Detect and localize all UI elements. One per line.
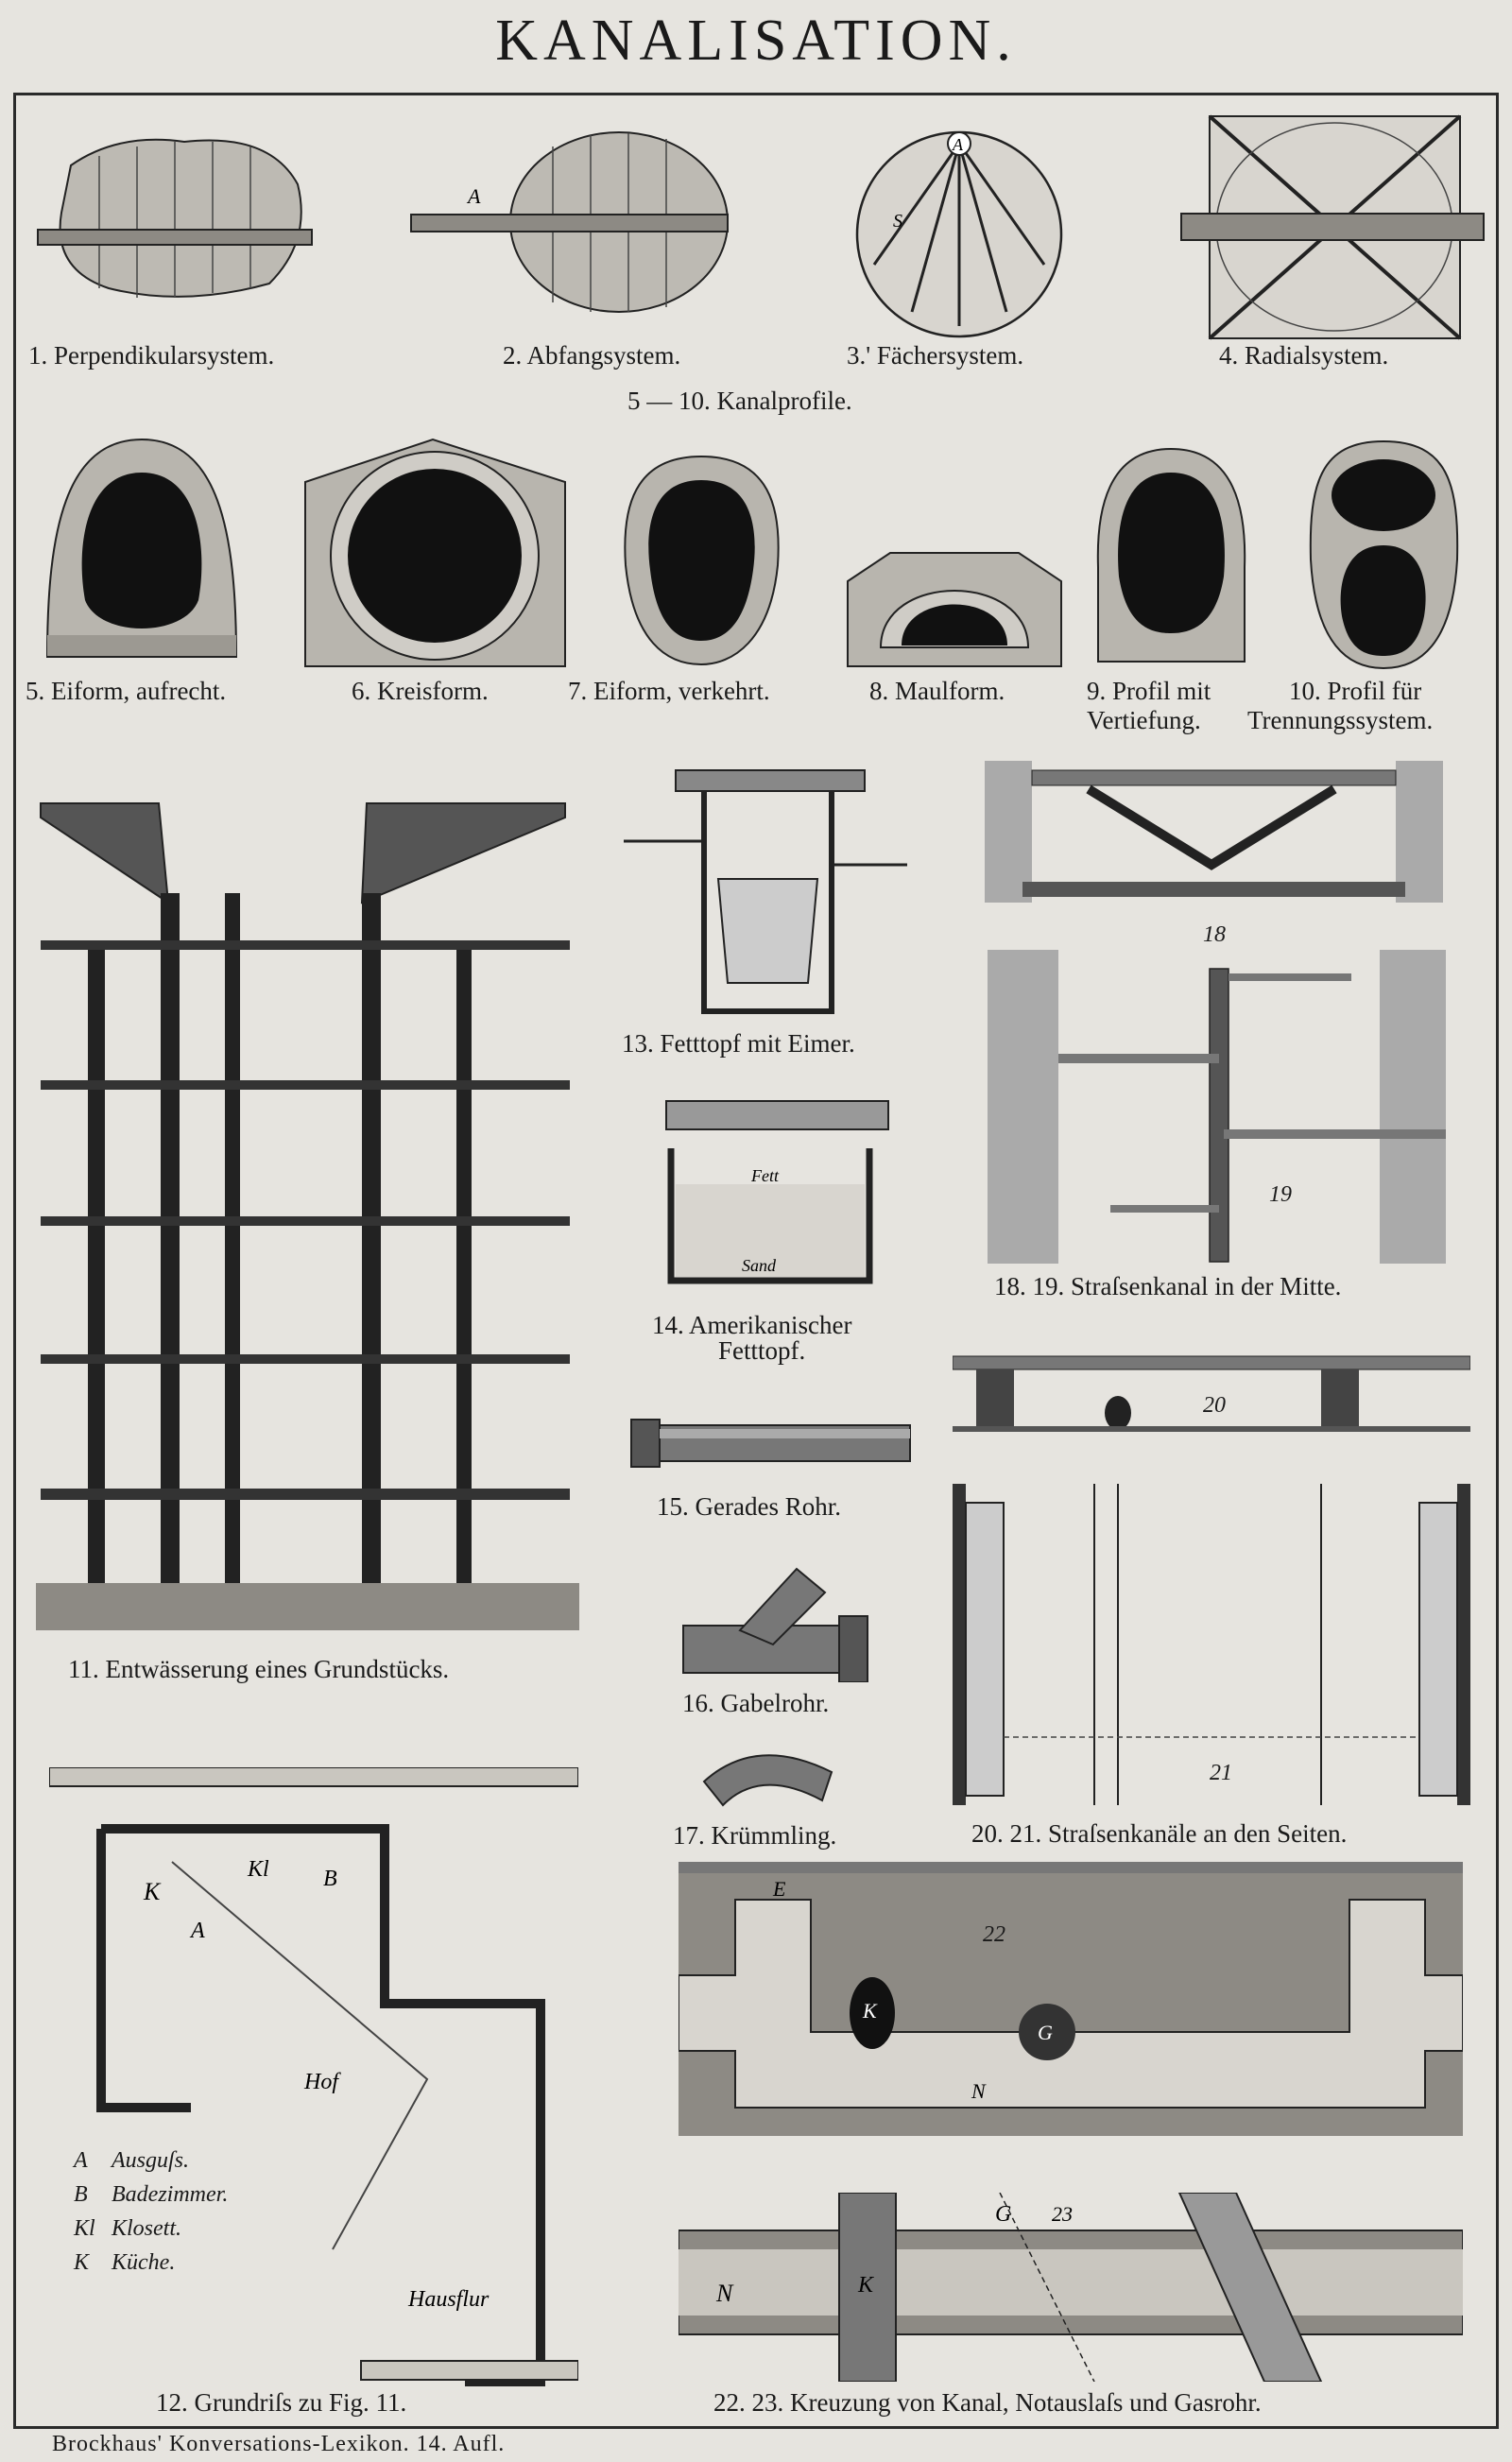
- fig19-number: 19: [1269, 1182, 1292, 1207]
- caption-fig6: 6. Kreisform.: [352, 677, 489, 705]
- fig3-label-s: S: [893, 211, 902, 232]
- figure-street-sewer-plan: [988, 950, 1446, 1266]
- caption-fig12: 12. Grundriſs zu Fig. 11.: [156, 2388, 407, 2417]
- fig18-number: 18: [1203, 922, 1226, 947]
- footer-credit: Brockhaus' Konversations-Lexikon. 14. Au…: [52, 2432, 506, 2456]
- caption-fig1: 1. Perpendikularsystem.: [28, 341, 275, 370]
- fig14-label-sand: Sand: [742, 1256, 777, 1275]
- fig3-label-a: A: [952, 135, 964, 154]
- caption-fig5: 5. Eiform, aufrecht.: [26, 677, 227, 705]
- fig21-number: 21: [1210, 1761, 1232, 1785]
- figure-side-sewers-section: [953, 1347, 1470, 1437]
- fig23-label-g: G: [995, 2202, 1011, 2227]
- figure-fan-system: A S: [846, 123, 1073, 340]
- caption-fig11: 11. Entwässerung eines Grundstücks.: [68, 1655, 450, 1683]
- caption-fig17: 17. Krümmling.: [673, 1821, 837, 1850]
- caption-fig22-23: 22. 23. Kreuzung von Kanal, Notauslaſs u…: [713, 2388, 1262, 2417]
- caption-fig10-line2: Trennungssystem.: [1247, 706, 1434, 734]
- fig23-label-n: N: [715, 2280, 734, 2307]
- fig22-label-e: E: [772, 1877, 786, 1901]
- figure-circular: [301, 435, 570, 671]
- caption-fig10-line1: 10. Profil für: [1289, 677, 1422, 705]
- caption-fig9-line2: Vertiefung.: [1087, 706, 1201, 734]
- fig12-label-hof: Hof: [303, 2070, 341, 2094]
- figure-american-grease-trap: Fett Sand: [633, 1092, 921, 1295]
- caption-fig2: 2. Abfangsystem.: [503, 341, 681, 370]
- caption-fig14-line1: 14. Amerikanischer: [652, 1311, 852, 1339]
- figure-egg-inverted: [619, 452, 784, 669]
- figure-straight-pipe: [627, 1408, 915, 1474]
- caption-fig14-line2: Fetttopf.: [718, 1336, 806, 1365]
- caption-fig3: 3.' Fächersystem.: [847, 341, 1024, 370]
- fig22-label-k: K: [862, 1999, 878, 2023]
- caption-fig16: 16. Gabelrohr.: [682, 1689, 830, 1717]
- fig12-label-k: K: [143, 1878, 162, 1905]
- caption-fig13: 13. Fetttopf mit Eimer.: [622, 1029, 855, 1058]
- fig23-number: 23: [1052, 2202, 1073, 2226]
- fig12-label-b: B: [323, 1867, 337, 1891]
- caption-fig8: 8. Maulform.: [869, 677, 1005, 705]
- figure-radial-system: [1177, 112, 1488, 343]
- figure-mouth-shape: [843, 534, 1066, 671]
- fig22-label-g: G: [1038, 2021, 1053, 2044]
- plate-frame: [13, 93, 1499, 2429]
- fig22-label-n: N: [971, 2079, 987, 2103]
- figure-crossing-section: E K G N: [679, 1862, 1463, 2145]
- caption-fig7: 7. Eiform, verkehrt.: [568, 677, 770, 705]
- figure-branch-pipe: [679, 1555, 872, 1682]
- fig12-label-hausflur: Hausflur: [407, 2287, 490, 2312]
- fig12-label-kl: Kl: [247, 1857, 269, 1882]
- fig14-label-fett: Fett: [750, 1166, 780, 1185]
- figure-crossing-plan: N K G 23: [679, 2193, 1463, 2382]
- fig23-label-k: K: [857, 2273, 875, 2298]
- caption-fig5-10-header: 5 — 10. Kanalprofile.: [627, 387, 852, 415]
- figure-egg-upright: [43, 435, 241, 662]
- fig2-label-a: A: [466, 184, 481, 208]
- figure-street-sewer-section: [985, 761, 1443, 907]
- fig22-number: 22: [983, 1922, 1005, 1947]
- page-title: KANALISATION.: [495, 9, 1017, 73]
- caption-fig9-line1: 9. Profil mit: [1087, 677, 1211, 705]
- caption-fig18-19: 18. 19. Straſsenkanal in der Mitte.: [994, 1272, 1342, 1300]
- figure-profile-depression: [1093, 444, 1249, 666]
- figure-perpendicular-system: [33, 128, 317, 307]
- caption-fig4: 4. Radialsystem.: [1219, 341, 1389, 370]
- figure-elbow-pipe: [699, 1739, 841, 1815]
- figure-grease-trap-bucket: [619, 766, 912, 1021]
- figure-building-drainage: [36, 799, 584, 1640]
- figure-side-sewers-plan: [953, 1484, 1470, 1810]
- figure-separation-profile: [1306, 437, 1462, 673]
- figure-floor-plan: K Kl B A Hof Hausflur: [49, 1767, 578, 2391]
- caption-fig15: 15. Gerades Rohr.: [657, 1492, 841, 1521]
- fig20-number: 20: [1203, 1393, 1226, 1418]
- caption-fig20-21: 20. 21. Straſsenkanäle an den Seiten.: [971, 1819, 1348, 1848]
- figure-intercepting-system: A: [406, 128, 737, 317]
- fig12-label-a: A: [189, 1919, 205, 1943]
